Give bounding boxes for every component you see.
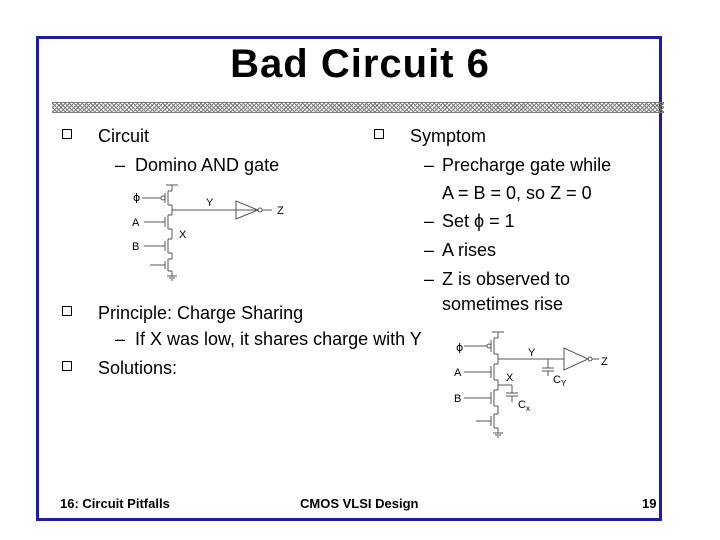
- large-phi-label: ϕ: [456, 341, 463, 354]
- symptom-item-1-line2: A = B = 0, so Z = 0: [442, 183, 592, 203]
- circuit-sub-item: – Domino AND gate: [115, 155, 280, 175]
- symptom-item-4-line1: Z is observed to: [442, 269, 571, 289]
- cx-label: Cx: [518, 399, 530, 413]
- bullet-icon: [62, 306, 75, 319]
- symptom-heading: Symptom: [410, 126, 487, 146]
- large-b-label: B: [454, 393, 461, 405]
- large-x-label: X: [506, 372, 514, 384]
- footer-course: CMOS VLSI Design: [300, 496, 419, 511]
- symptom-item-3: A rises: [442, 240, 497, 260]
- cy-label: CY: [553, 374, 567, 388]
- symptom-item-1-line1: Precharge gate while: [442, 155, 612, 175]
- charge-sharing-diagram: ϕ Y Z A B X CY Cx: [454, 331, 608, 438]
- circuit-sub-text: Domino AND gate: [135, 155, 280, 175]
- title-divider: [52, 102, 664, 113]
- slide-title: Bad Circuit 6: [230, 42, 490, 86]
- solutions-heading: Solutions:: [98, 358, 178, 378]
- principle-sub-item: – If X was low, it shares charge with Y: [115, 329, 422, 349]
- symptom-dash: –: [424, 269, 435, 289]
- bullet-icon: [62, 361, 75, 374]
- principle-heading: Principle: Charge Sharing: [98, 303, 304, 323]
- symptom-item-4-line2: sometimes rise: [442, 294, 564, 314]
- small-y-label: Y: [206, 197, 214, 209]
- large-y-label: Y: [528, 347, 536, 359]
- bullet-icon: [374, 129, 387, 142]
- symptom-dash: –: [424, 155, 435, 175]
- bullet-icon: [62, 129, 75, 142]
- symptom-item-2: Set ϕ = 1: [442, 211, 515, 231]
- small-b-label: B: [132, 241, 139, 253]
- principle-sub-text: If X was low, it shares charge with Y: [135, 329, 422, 349]
- large-z-label: Z: [601, 356, 608, 368]
- large-a-label: A: [454, 367, 462, 379]
- symptom-dash: –: [424, 211, 435, 231]
- small-a-label: A: [132, 217, 140, 229]
- small-z-label: Z: [277, 205, 284, 217]
- slide-frame: [36, 36, 662, 521]
- small-x-label: X: [179, 229, 187, 241]
- footer-page-number: 19: [642, 496, 657, 511]
- domino-and-gate-diagram: ϕ Y Z A B X: [132, 184, 284, 281]
- footer-chapter: 16: Circuit Pitfalls: [60, 496, 170, 511]
- circuit-heading: Circuit: [98, 126, 150, 146]
- symptom-dash: –: [424, 240, 435, 260]
- small-phi-label: ϕ: [133, 191, 140, 204]
